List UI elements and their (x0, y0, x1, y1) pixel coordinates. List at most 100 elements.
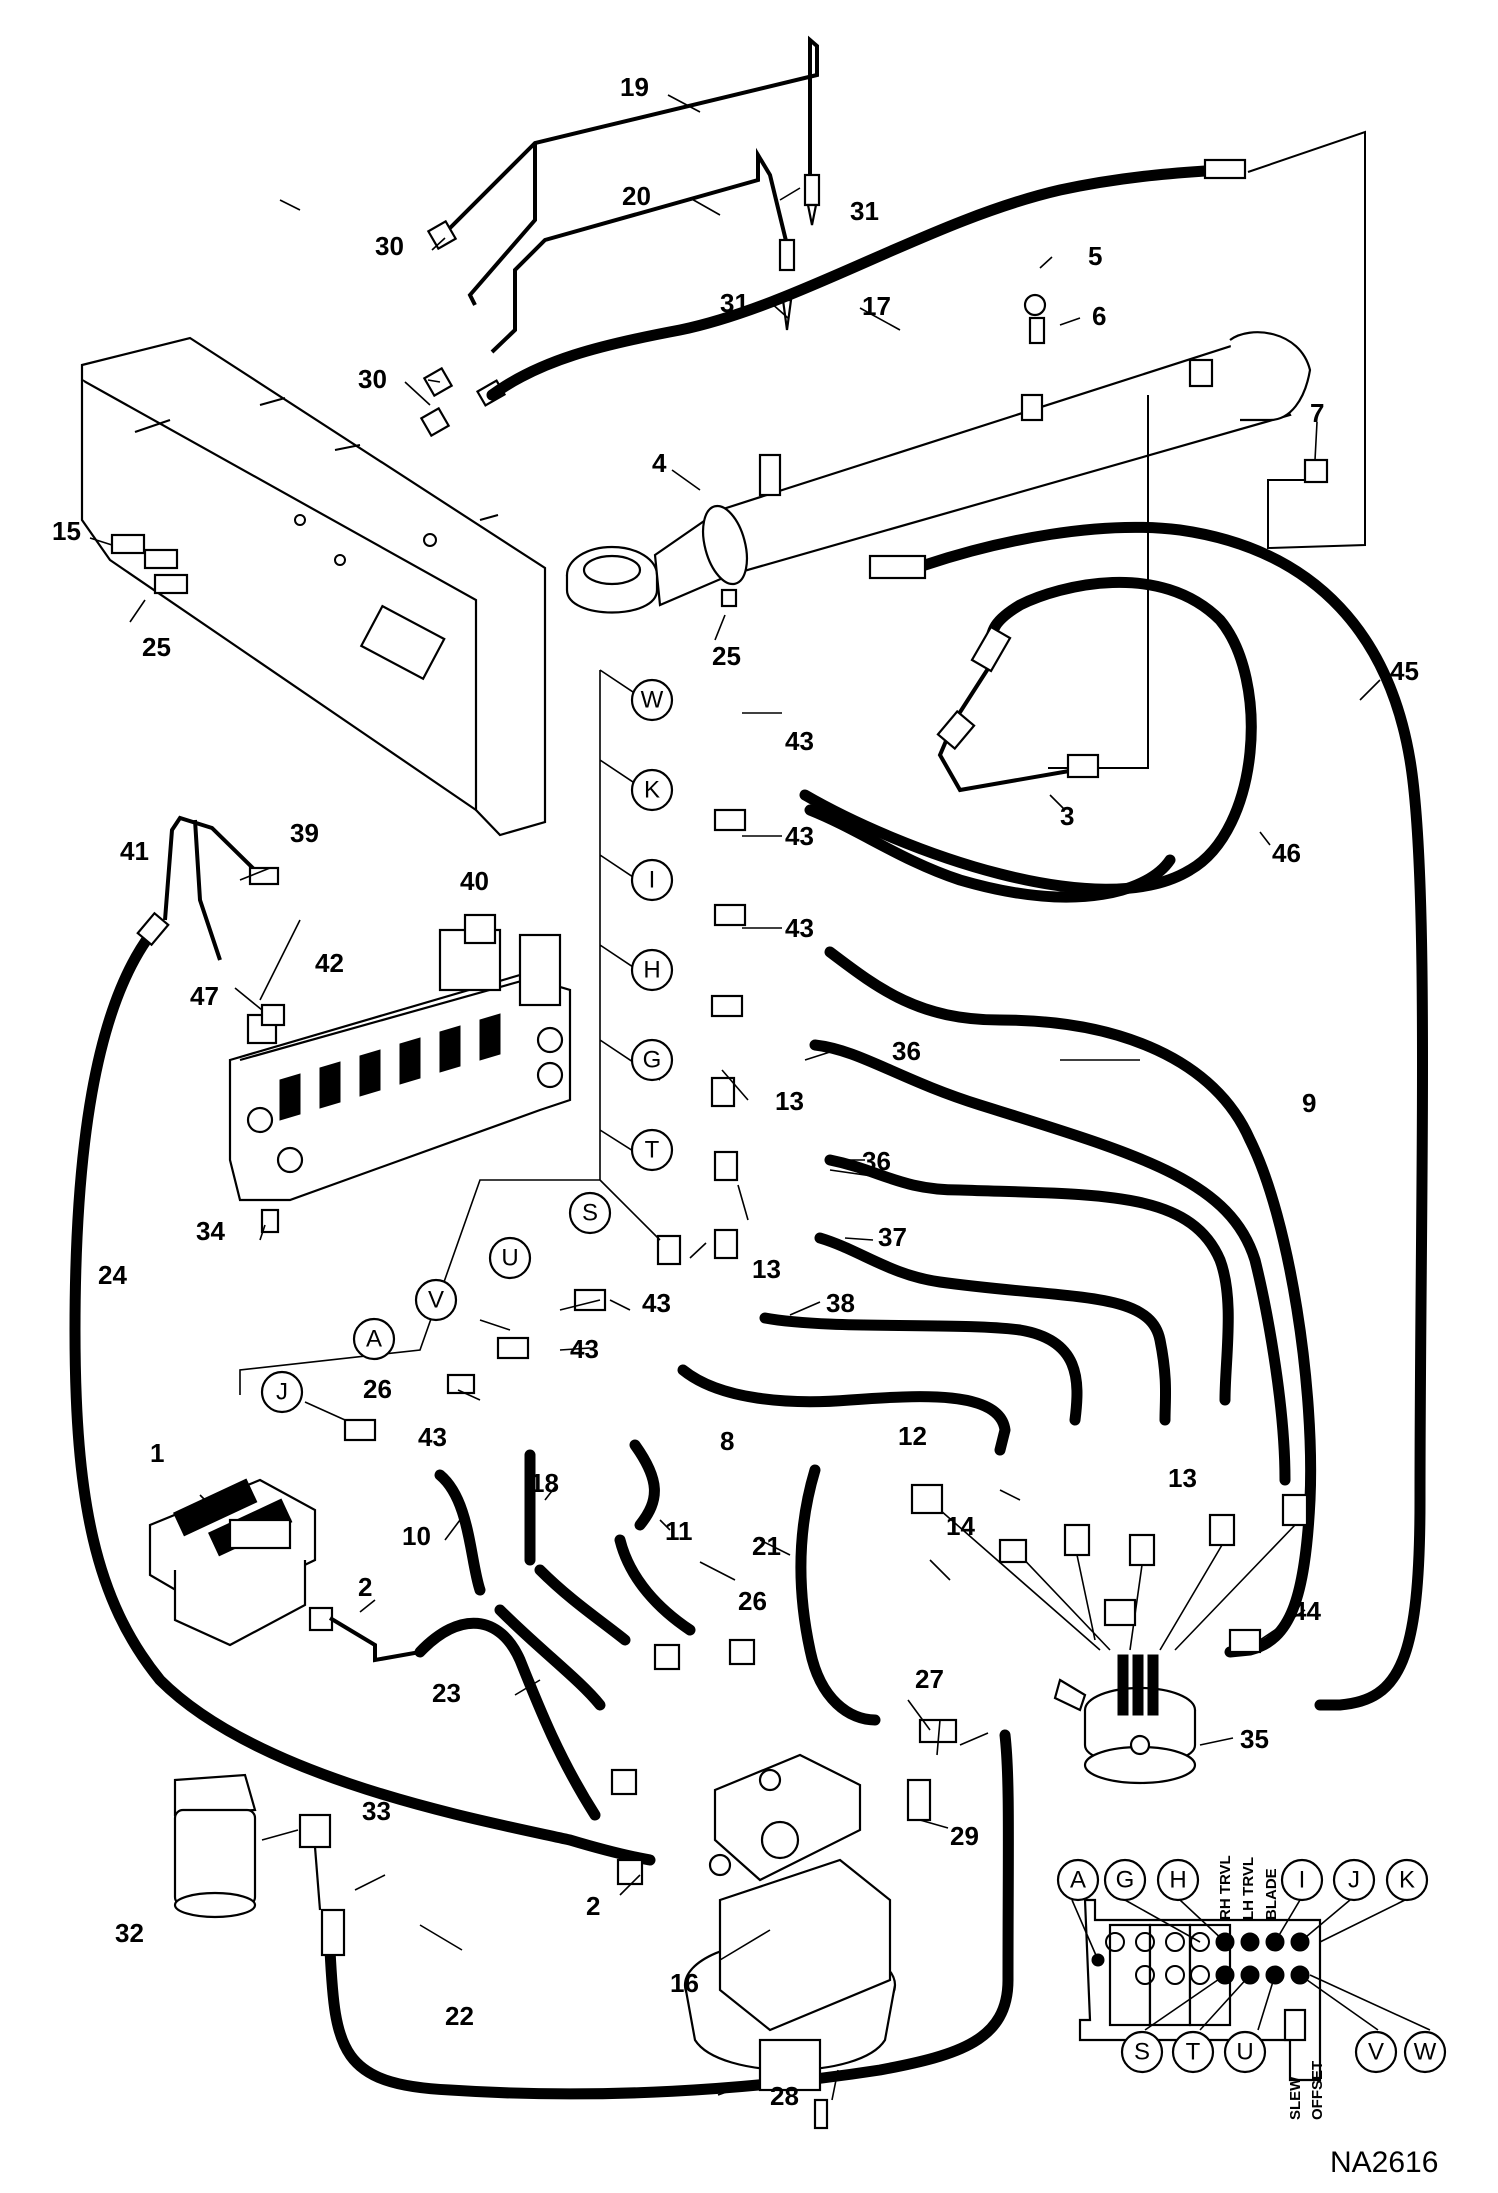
callout-42: 42 (315, 948, 344, 978)
callout-28: 28 (770, 2081, 799, 2111)
callout-43-I: 43 (785, 913, 814, 943)
callout-7: 7 (1310, 398, 1324, 428)
callout-43-W: 43 (785, 726, 814, 756)
callout-5: 5 (1088, 241, 1102, 271)
svg-text:G: G (1116, 1867, 1135, 1894)
detail-letter-I: I (1280, 1858, 1324, 1902)
hose-37 (814, 1232, 1172, 1426)
callout-23: 23 (432, 1678, 461, 1708)
callout-47: 47 (190, 981, 219, 1011)
label-rh-trvl: RH TRVL (1217, 1855, 1234, 1920)
valve-section-detail (1071, 1898, 1431, 2082)
hose-45-fitting (868, 554, 927, 580)
callout-6: 6 (1092, 301, 1106, 331)
callout-43-J: 43 (418, 1422, 447, 1452)
hose-17 (486, 164, 1226, 401)
callout-13-top: 13 (775, 1086, 804, 1116)
callout-11: 11 (665, 1516, 693, 1546)
tube-2 (328, 1616, 421, 1663)
label-offset: OFFSET (1309, 2061, 1326, 2120)
callout-20: 20 (622, 181, 651, 211)
callout-13-right: 13 (1168, 1463, 1197, 1493)
callout-26-mid: 26 (738, 1586, 767, 1616)
tube-20 (490, 147, 789, 354)
callout-9: 9 (1302, 1088, 1316, 1118)
detail-letter-W: W (1403, 2030, 1447, 2074)
port-letter-H: H (630, 948, 674, 992)
hose-24-end (136, 911, 170, 947)
callout-12: 12 (898, 1421, 927, 1451)
svg-text:I: I (1299, 1867, 1306, 1894)
control-valve-40 (228, 913, 572, 1234)
callout-25-left: 25 (142, 632, 171, 662)
callout-40: 40 (460, 866, 489, 896)
svg-text:K: K (644, 777, 660, 804)
filter-32 (173, 1773, 332, 1919)
hose-36b (824, 1154, 1234, 1406)
detail-letter-H: H (1156, 1858, 1200, 1902)
callout-38: 38 (826, 1288, 855, 1318)
callout-14: 14 (946, 1511, 975, 1541)
detail-letter-T: T (1171, 2030, 1215, 2074)
figure-id: NA2616 (1330, 2146, 1438, 2179)
hose-10b (494, 1604, 606, 1711)
callout-41: 41 (120, 836, 149, 866)
callout-37: 37 (878, 1222, 907, 1252)
port-leader-lines (239, 669, 661, 1395)
callout-31: 31 (720, 288, 749, 318)
tube-19 (438, 35, 819, 306)
callout-16: 16 (670, 1968, 699, 1998)
port-letter-I: I (630, 858, 674, 902)
callout-34: 34 (196, 1216, 225, 1246)
svg-text:W: W (1414, 2039, 1437, 2066)
misc-fittings (110, 533, 1262, 1886)
svg-text:K: K (1399, 1867, 1415, 1894)
hose-45 (919, 521, 1428, 1711)
hose-9 (824, 946, 1317, 1658)
hose-11 (629, 1439, 660, 1531)
callout-19: 19 (620, 72, 649, 102)
svg-text:J: J (276, 1379, 288, 1406)
hose-24 (69, 929, 656, 1866)
svg-text:S: S (582, 1200, 598, 1227)
callout-43-V: 43 (570, 1334, 599, 1364)
cylinder-boundary (1247, 130, 1366, 550)
callout-36: 36 (862, 1146, 891, 1176)
detail-letter-S: S (1120, 2030, 1164, 2074)
svg-text:S: S (1134, 2039, 1150, 2066)
svg-text:G: G (643, 1047, 662, 1074)
callout-2-top: 2 (358, 1572, 372, 1602)
callout-27: 27 (915, 1664, 944, 1694)
port-letter-W: W (630, 678, 674, 722)
callout-26: 26 (363, 1374, 392, 1404)
hose-38 (759, 1312, 1083, 1426)
svg-text:W: W (641, 687, 664, 714)
port-letter-V: V (414, 1278, 458, 1322)
hose-23 (414, 1617, 601, 1821)
pilot-valve-1 (148, 1478, 334, 1647)
hose-18b (534, 1564, 631, 1646)
port-letter-A: A (352, 1317, 396, 1361)
port-letter-T: T (630, 1128, 674, 1172)
svg-text:H: H (643, 957, 660, 984)
hose-10 (434, 1469, 486, 1596)
port-letter-J: J (260, 1370, 304, 1414)
port-letter-S: S (568, 1191, 612, 1235)
label-slew: SLEW (1287, 2076, 1304, 2120)
callout-4: 4 (652, 448, 667, 478)
detail-letter-A: A (1056, 1858, 1100, 1902)
label-blade: BLADE (1263, 1868, 1280, 1920)
hose-22-end (320, 1908, 346, 1957)
callout-leaders (89, 94, 1381, 2101)
svg-text:I: I (649, 867, 656, 894)
svg-text:T: T (1186, 2039, 1201, 2066)
detail-letter-U: U (1223, 2030, 1267, 2074)
callout-43-U: 43 (642, 1288, 671, 1318)
callout-18: 18 (530, 1468, 559, 1498)
callout-35: 35 (1240, 1724, 1269, 1754)
fittings-13-row (1063, 1493, 1309, 1567)
frame-plate (80, 336, 547, 837)
callout-46: 46 (1272, 838, 1301, 868)
callout-33: 33 (362, 1796, 391, 1826)
